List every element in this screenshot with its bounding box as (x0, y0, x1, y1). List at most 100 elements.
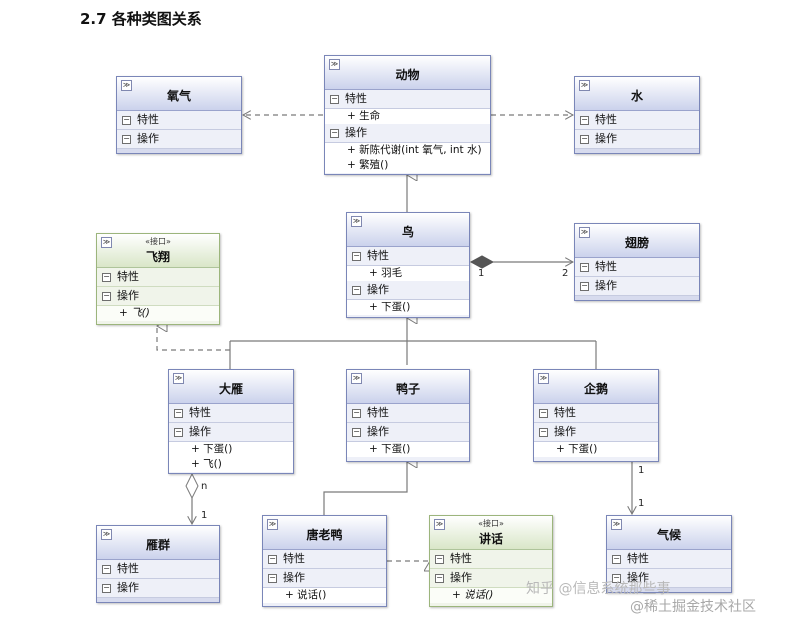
class-wing[interactable]: ≫ 翅膀 −特性 −操作 (574, 223, 700, 301)
operations-section[interactable]: −操作 (430, 569, 552, 588)
attributes-section[interactable]: −特性 (117, 111, 241, 130)
attributes-section[interactable]: −特性 (97, 268, 219, 287)
operations-section[interactable]: −操作 (575, 277, 699, 296)
attributes-section[interactable]: −特性 (575, 258, 699, 277)
class-name: 鸭子 (395, 382, 420, 396)
operations-section[interactable]: −操作 (97, 579, 219, 598)
operation-item: + 飞() (169, 457, 293, 472)
class-climate[interactable]: ≫ 气候 −特性 −操作 (606, 515, 732, 593)
collapse-section-icon[interactable]: − (539, 427, 548, 437)
stereotype-label: «接口» (145, 237, 171, 246)
class-tang-duck[interactable]: ≫ 唐老鸭 −特性 −操作 + 说话() (262, 515, 387, 607)
collapse-section-icon[interactable]: − (330, 128, 339, 138)
collapse-section-icon[interactable]: − (539, 408, 548, 418)
interface-speak[interactable]: ≫ «接口» 讲话 −特性 −操作 + 说话() (429, 515, 553, 607)
collapse-section-icon[interactable]: − (352, 251, 361, 261)
attributes-section[interactable]: −特性 (534, 404, 658, 423)
collapse-section-icon[interactable]: − (612, 554, 621, 564)
collapse-icon[interactable]: ≫ (611, 519, 622, 530)
collapse-icon[interactable]: ≫ (329, 59, 340, 70)
collapse-section-icon[interactable]: − (330, 94, 339, 104)
collapse-section-icon[interactable]: − (174, 427, 183, 437)
watermark-zhihu: 知乎 @信息系统那些事 (526, 581, 671, 597)
collapse-section-icon[interactable]: − (122, 115, 131, 125)
collapse-section-icon[interactable]: − (352, 427, 361, 437)
class-name: 翅膀 (624, 236, 649, 250)
collapse-section-icon[interactable]: − (102, 583, 111, 593)
class-duck[interactable]: ≫ 鸭子 −特性 −操作 + 下蛋() (346, 369, 470, 462)
operation-item: + 说话() (263, 588, 386, 603)
class-goose-group[interactable]: ≫ 雁群 −特性 −操作 (96, 525, 220, 603)
operations-section[interactable]: −操作 (117, 130, 241, 149)
operations-section[interactable]: −操作 (169, 423, 293, 442)
class-name: 气候 (656, 528, 681, 542)
attributes-section[interactable]: −特性 (430, 550, 552, 569)
multiplicity-bird-wing-left: 1 (478, 268, 485, 279)
realization-goose-fly (157, 326, 230, 351)
collapse-section-icon[interactable]: − (102, 272, 111, 282)
attributes-section[interactable]: −特性 (169, 404, 293, 423)
operations-section[interactable]: −操作 (347, 281, 469, 300)
collapse-section-icon[interactable]: − (435, 554, 444, 564)
operations-section[interactable]: −操作 (607, 569, 731, 588)
class-name: 氧气 (166, 89, 191, 103)
collapse-section-icon[interactable]: − (580, 281, 589, 291)
collapse-section-icon[interactable]: − (435, 573, 444, 583)
operations-section[interactable]: −操作 (575, 130, 699, 149)
class-oxygen[interactable]: ≫ 氧气 −特性 −操作 (116, 76, 242, 154)
multiplicity-bird-wing-right: 2 (562, 268, 569, 279)
attributes-section[interactable]: −特性 (325, 90, 490, 109)
interface-fly[interactable]: ≫ «接口» 飞翔 −特性 −操作 + 飞() (96, 233, 220, 325)
collapse-section-icon[interactable]: − (268, 554, 277, 564)
aggregation-diamond (185, 472, 199, 500)
class-goose[interactable]: ≫ 大雁 −特性 −操作 + 下蛋() + 飞() (168, 369, 294, 474)
operations-section[interactable]: −操作 (325, 124, 490, 143)
collapse-section-icon[interactable]: − (102, 564, 111, 574)
collapse-section-icon[interactable]: − (580, 134, 589, 144)
collapse-icon[interactable]: ≫ (351, 216, 362, 227)
class-penguin[interactable]: ≫ 企鹅 −特性 −操作 + 下蛋() (533, 369, 659, 462)
collapse-section-icon[interactable]: − (580, 262, 589, 272)
operation-item: + 飞() (97, 306, 219, 321)
class-bird[interactable]: ≫ 鸟 −特性 + 羽毛 −操作 + 下蛋() (346, 212, 470, 318)
collapse-section-icon[interactable]: − (612, 573, 621, 583)
collapse-icon[interactable]: ≫ (267, 519, 278, 530)
collapse-section-icon[interactable]: − (102, 291, 111, 301)
operations-section[interactable]: −操作 (263, 569, 386, 588)
operation-item: + 繁殖() (325, 158, 490, 173)
page-title: 2.7 各种类图关系 (80, 10, 202, 28)
operations-section[interactable]: −操作 (97, 287, 219, 306)
collapse-section-icon[interactable]: − (268, 573, 277, 583)
attributes-section[interactable]: −特性 (263, 550, 386, 569)
class-name: 大雁 (218, 382, 243, 396)
collapse-icon[interactable]: ≫ (538, 373, 549, 384)
collapse-icon[interactable]: ≫ (579, 227, 590, 238)
collapse-icon[interactable]: ≫ (434, 519, 445, 530)
multiplicity-goose-group-top: n (201, 481, 208, 492)
collapse-section-icon[interactable]: − (122, 134, 131, 144)
multiplicity-goose-group-bottom: 1 (201, 510, 208, 521)
operations-section[interactable]: −操作 (534, 423, 658, 442)
attributes-section[interactable]: −特性 (347, 404, 469, 423)
collapse-section-icon[interactable]: − (174, 408, 183, 418)
collapse-section-icon[interactable]: − (580, 115, 589, 125)
collapse-icon[interactable]: ≫ (121, 80, 132, 91)
class-water[interactable]: ≫ 水 −特性 −操作 (574, 76, 700, 154)
collapse-icon[interactable]: ≫ (351, 373, 362, 384)
operations-section[interactable]: −操作 (347, 423, 469, 442)
collapse-section-icon[interactable]: − (352, 285, 361, 295)
attributes-section[interactable]: −特性 (347, 247, 469, 266)
attributes-section[interactable]: −特性 (607, 550, 731, 569)
operation-item: + 说话() (430, 588, 552, 603)
collapse-icon[interactable]: ≫ (101, 237, 112, 248)
collapse-section-icon[interactable]: − (352, 408, 361, 418)
class-name: 动物 (395, 68, 420, 82)
collapse-icon[interactable]: ≫ (579, 80, 590, 91)
attribute-item: + 羽毛 (347, 266, 469, 281)
collapse-icon[interactable]: ≫ (101, 529, 112, 540)
attributes-section[interactable]: −特性 (575, 111, 699, 130)
attributes-section[interactable]: −特性 (97, 560, 219, 579)
collapse-icon[interactable]: ≫ (173, 373, 184, 384)
class-animal[interactable]: ≫ 动物 −特性 + 生命 −操作 + 新陈代谢(int 氧气, int 水) … (324, 55, 491, 175)
